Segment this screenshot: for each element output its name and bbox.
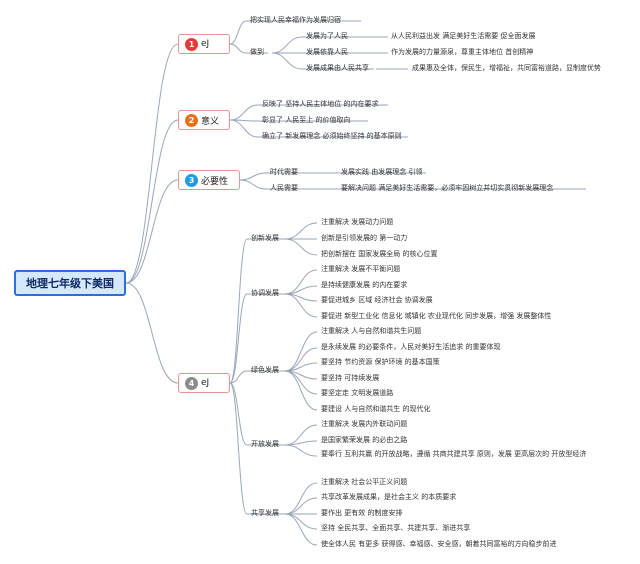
open-item: 注重解决 发展内外联动问题 [321,420,408,428]
branch-3-topic[interactable]: 3 必要性 [178,170,240,190]
green-item: 要坚持 可持续发展 [321,374,380,382]
shared-item: 注重解决 社会公平正义问题 [321,478,408,486]
connector-curve [229,370,285,384]
branch-3-item: 发展实践 由发展理念 引领 [341,168,423,176]
coordination-item: 是持续健康发展 的内在要求 [321,281,408,289]
branch-3-label: 必要性 [201,176,229,187]
connector-curve [284,238,318,256]
coordination-item: 注重解决 发展不平衡问题 [321,265,401,273]
group-label-green: 绿色发展 [251,366,279,374]
shared-item: 坚持 全民共享、全面共享、共建共享、渐进共享 [321,524,471,532]
branch-1-sub-label: 发展成果由人民共享 [306,64,369,72]
open-item: 要奉行 互利共赢 的开放战略，遵循 共商共建共享 原则，发展 更高层次的 开放型… [321,450,587,458]
branch-1-sub-label: 发展依靠人民 [306,48,348,56]
group-label-shared: 共享发展 [251,509,279,517]
connector-curve [284,513,318,530]
branch-1-group-label: 做到 [250,48,264,56]
connector-curve [284,497,318,515]
number-1-badge: 1 [185,37,198,51]
shared-item: 使全体人民 有更多 获得感、幸福感、安全感，朝着共同富裕的方向稳步前进 [321,540,557,548]
connector-curve [271,52,374,70]
number-2-badge: 2 [185,113,198,127]
branch-4-label: eJ [201,378,210,388]
green-item: 要建设 人与自然和谐共生 的现代化 [321,405,431,413]
branch-2-item: 反映了 坚持人民主体地位 的内在要求 [262,100,379,108]
group-label-open: 开放发展 [251,440,279,448]
number-3-badge: 3 [185,173,198,187]
connector-curve [239,172,304,181]
connector-curve [229,119,408,138]
connector-curve [125,282,179,384]
branch-2-item: 彰显了 人民至上 的价值取向 [262,116,351,124]
connector-curve [284,370,318,411]
branch-1-sub-detail: 从人民利益出发 满足美好生活需要 促全面发展 [391,32,536,40]
connector-curve [284,444,318,457]
group-label-coordination: 协调发展 [251,289,279,297]
connector-curve [125,179,179,284]
green-item: 注重解决 人与自然和谐共生问题 [321,327,422,335]
number-4-badge: 4 [185,376,198,390]
connector-curve [284,440,318,446]
branch-1-sub-detail: 作为发展的力量源泉，尊重主体地位 首创精神 [391,48,534,56]
branch-2-topic[interactable]: 2 意义 [178,110,230,130]
connector-curve [229,238,285,384]
connector-curve [239,179,304,190]
branch-1-item: 把实现人民幸福作为发展归宿 [250,16,341,24]
shared-item: 要作出 更有效 的制度安排 [321,509,403,517]
group-label-innovation: 创新发展 [251,234,279,242]
connector-curve [229,293,285,384]
branch-2-item: 确立了 新发展理念 必须始终坚持 的基本原则 [262,132,402,140]
root-label: 地理七年级下美国 [26,277,114,290]
connector-curve [284,222,318,240]
connector-curve [284,424,318,446]
innovation-item: 创新是引领发展的 第一动力 [321,234,408,242]
green-item: 是永续发展 的必要条件，人民对美好生活追求 的重要体现 [321,343,501,351]
branch-1-label: eJ [201,39,210,49]
branch-1-sub-label: 发展为了人民 [306,32,348,40]
green-item: 要坚定走 文明发展道路 [321,389,394,397]
innovation-item: 把创新摆在 国家发展全局 的核心位置 [321,250,438,258]
connector-curve [284,331,318,372]
connector-curve [125,43,179,284]
branch-3-group-label: 时代需要 [270,168,298,176]
coordination-item: 要促进 新型工业化 信息化 城镇化 农业现代化 同步发展，增强 发展整体性 [321,312,552,320]
innovation-item: 注重解决 发展动力问题 [321,218,394,226]
branch-1-topic[interactable]: 1 eJ [178,34,230,54]
green-item: 要坚持 节约资源 保护环境 的基本国策 [321,358,440,366]
connector-curve [284,293,318,318]
connector-curve [284,482,318,515]
branch-4-topic[interactable]: 4 eJ [178,373,230,393]
connector-curve [229,382,285,515]
connector-curve [284,513,318,546]
branch-3-item: 要解决问题 满足美好生活需要，必须牢固树立并切实贯彻新发展理念 [341,184,554,192]
branch-3-group-label: 人民需要 [270,184,298,192]
open-item: 是国家繁荣发展 的必由之路 [321,436,408,444]
connector-curve [125,119,179,284]
shared-item: 共享改革发展成果，是社会主义 的本质要求 [321,493,457,501]
connector-curve [229,20,361,45]
connector-curve [271,36,360,54]
connector-curve [229,382,285,446]
connector-curve [229,43,268,54]
branch-1-sub-detail: 成果惠及全体，保民生，增福祉，共同富裕道路，显制度优势 [412,64,601,72]
connector-curve [229,104,388,121]
coordination-item: 要促进城乡 区域 经济社会 协调发展 [321,296,433,304]
root-topic[interactable]: 地理七年级下美国 [14,270,126,296]
branch-2-label: 意义 [201,116,220,127]
